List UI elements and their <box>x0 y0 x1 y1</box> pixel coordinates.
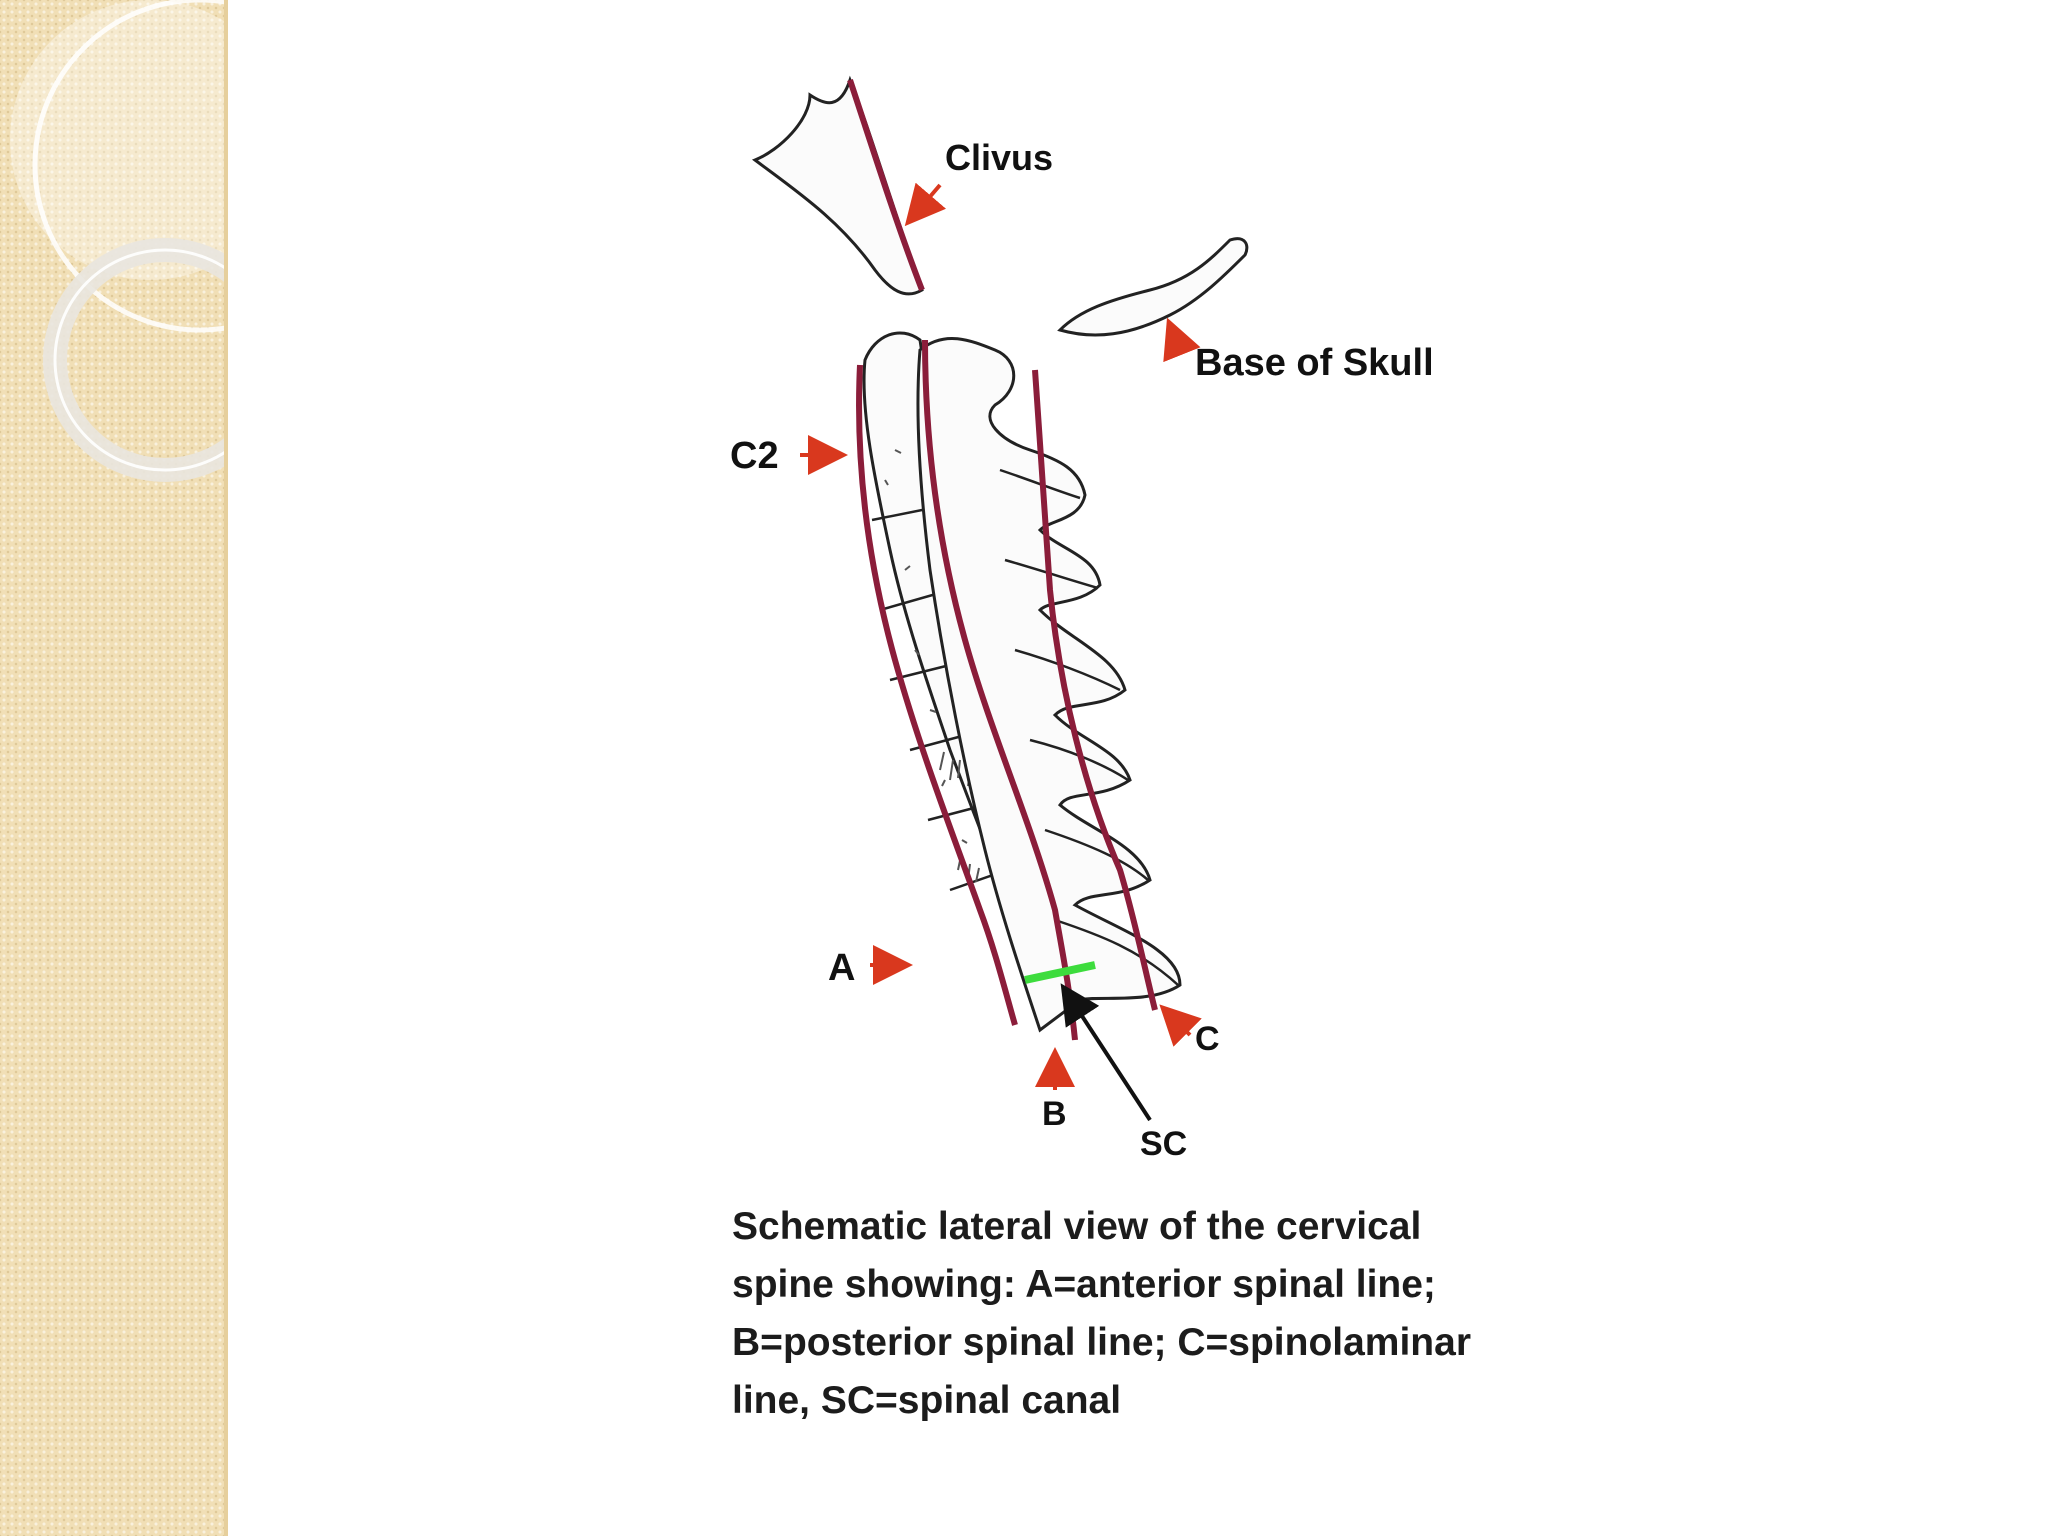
anterior-spinal-line <box>856 364 1018 1026</box>
arrow-clivus <box>904 182 947 227</box>
spinal-canal-marker <box>1024 961 1096 984</box>
spinous-process-lines <box>999 468 1179 986</box>
clivus-bone <box>751 75 924 296</box>
decorative-rings <box>10 0 228 482</box>
posterior-elements <box>916 336 1182 1033</box>
bone-texture <box>884 449 980 883</box>
label-b: B <box>1042 1095 1067 1133</box>
figure-caption: Schematic lateral view of the cervical s… <box>732 1205 1472 1422</box>
label-c2: C2 <box>730 435 779 477</box>
label-c: C <box>1195 1020 1220 1058</box>
base-of-skull-bone <box>1057 237 1249 337</box>
cervical-spine-diagram: Clivus Base of Skull C2 A B C SC <box>730 75 1434 1160</box>
arrow-base-of-skull <box>1163 317 1201 363</box>
clivus-line <box>847 79 925 292</box>
arrow-sc <box>1060 983 1152 1122</box>
spinolaminar-line <box>1032 369 1158 1011</box>
sidebar-edge <box>224 0 228 1536</box>
decorative-sidebar <box>0 0 228 1536</box>
label-a: A <box>828 947 855 989</box>
posterior-spinal-line <box>922 339 1078 1041</box>
label-base-of-skull: Base of Skull <box>1195 342 1434 384</box>
label-clivus: Clivus <box>945 137 1053 178</box>
arrow-c <box>1159 1004 1202 1047</box>
label-sc: SC <box>1140 1125 1187 1160</box>
